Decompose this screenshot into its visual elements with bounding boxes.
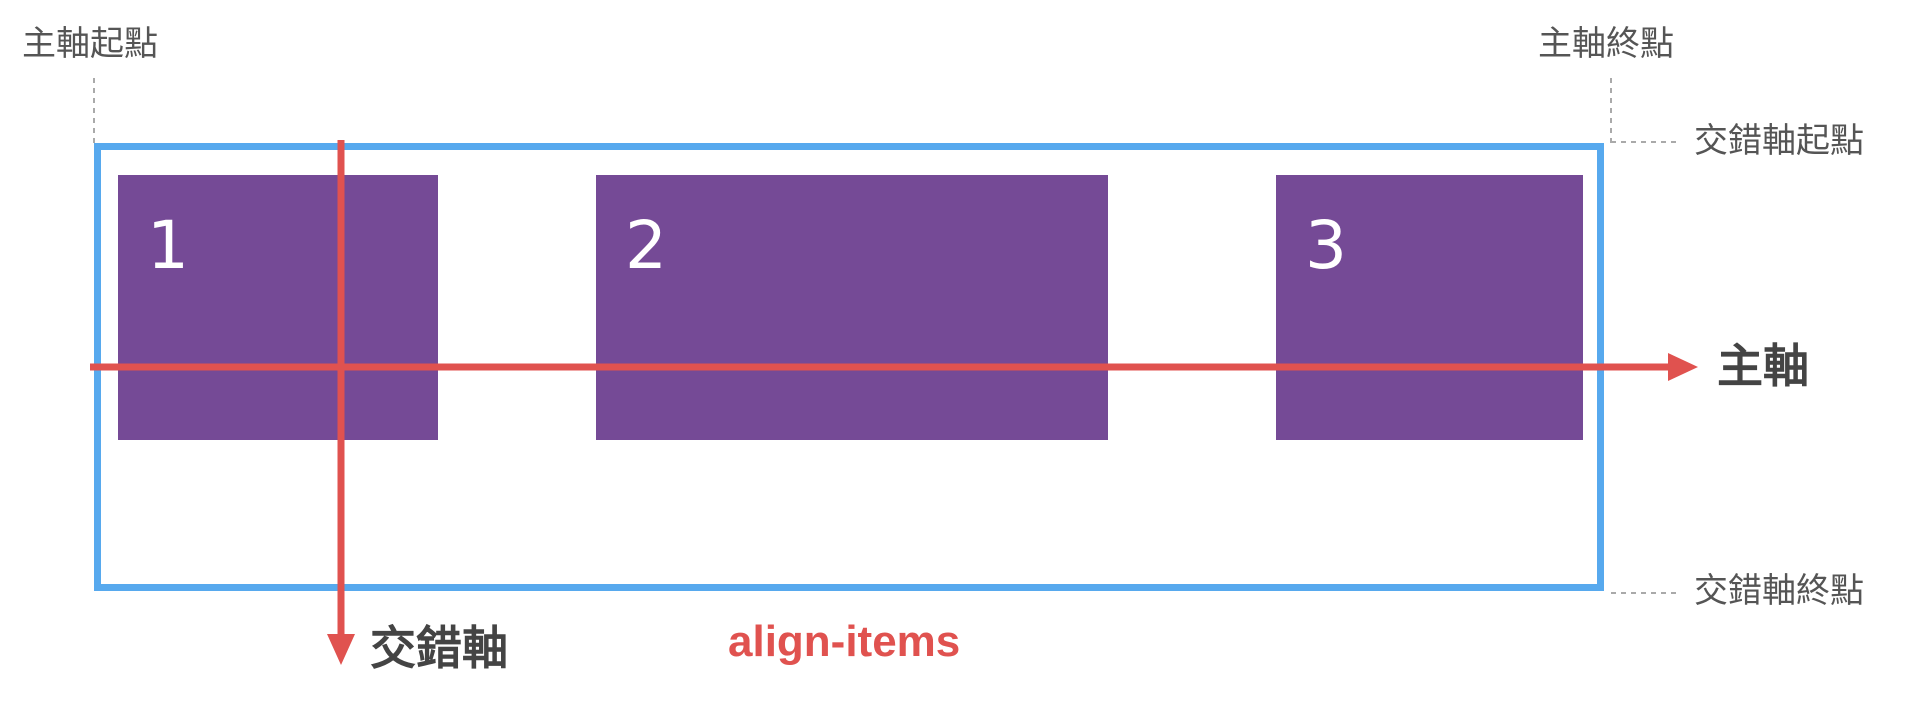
flex-item-number: 2 <box>625 207 667 284</box>
cross-axis-arrowhead-icon <box>327 634 355 665</box>
main-axis-start-label: 主軸起點 <box>22 24 158 64</box>
main-axis-arrowhead-icon <box>1668 353 1698 381</box>
cross-axis-start-label: 交錯軸起點 <box>1694 121 1864 161</box>
main-axis-end-label: 主軸終點 <box>1538 24 1674 64</box>
flex-item-1: 1 <box>118 175 438 440</box>
flex-item-number: 3 <box>1305 207 1347 284</box>
cross-axis-end-label: 交錯軸終點 <box>1694 571 1864 611</box>
flex-item-2: 2 <box>596 175 1108 440</box>
flex-item-number: 1 <box>147 207 189 284</box>
flex-item-3: 3 <box>1276 175 1583 440</box>
cross-axis-label: 交錯軸 <box>370 621 508 675</box>
main-axis-label: 主軸 <box>1717 339 1809 393</box>
align-items-label: align-items <box>728 617 961 666</box>
